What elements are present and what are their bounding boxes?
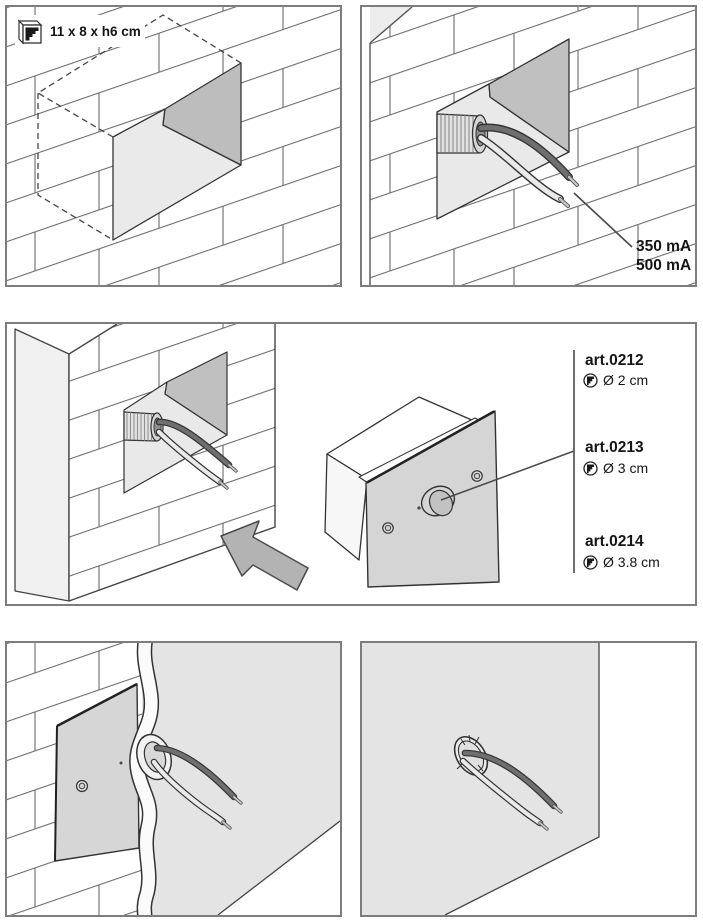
recess-box-logo-icon [17,19,43,45]
step-3-panel: art.0212 Ø 2 cm art.0213 Ø 3 cm art.0214… [5,322,697,606]
finished-wall-illustration [362,643,695,915]
drive-current-label-500: 500 mA [636,257,692,274]
drive-current-label-350: 350 mA [636,238,692,255]
article-diameter-0212: Ø 2 cm [583,372,648,388]
recess-dimension-text: 11 x 8 x h6 cm [50,23,141,39]
circle-logo-icon [583,460,598,476]
plastering-illustration [7,643,340,915]
circle-logo-icon [583,554,598,570]
circle-logo-icon [583,372,598,388]
step-5-panel [360,641,697,917]
wall-recess-illustration [7,7,340,285]
article-diameter-text: Ø 2 cm [603,372,649,388]
article-diameter-0213: Ø 3 cm [583,460,648,476]
article-diameter-text: Ø 3.8 cm [603,554,660,570]
article-diameter-text: Ø 3 cm [603,460,649,476]
step-1-panel: 11 x 8 x h6 cm [5,5,342,287]
wires-in-recess-illustration [362,7,695,285]
article-diameter-0214: Ø 3.8 cm [583,554,660,570]
insert-direction-arrow [220,520,309,591]
recess-dimension-label: 11 x 8 x h6 cm [15,15,145,47]
step-2-panel: 350 mA 500 mA [360,5,697,287]
step-4-panel [5,641,342,917]
box-insertion-illustration [7,324,695,604]
article-code-0212: art.0212 [585,352,644,369]
article-code-0214: art.0214 [585,533,644,550]
article-code-0213: art.0213 [585,439,644,456]
